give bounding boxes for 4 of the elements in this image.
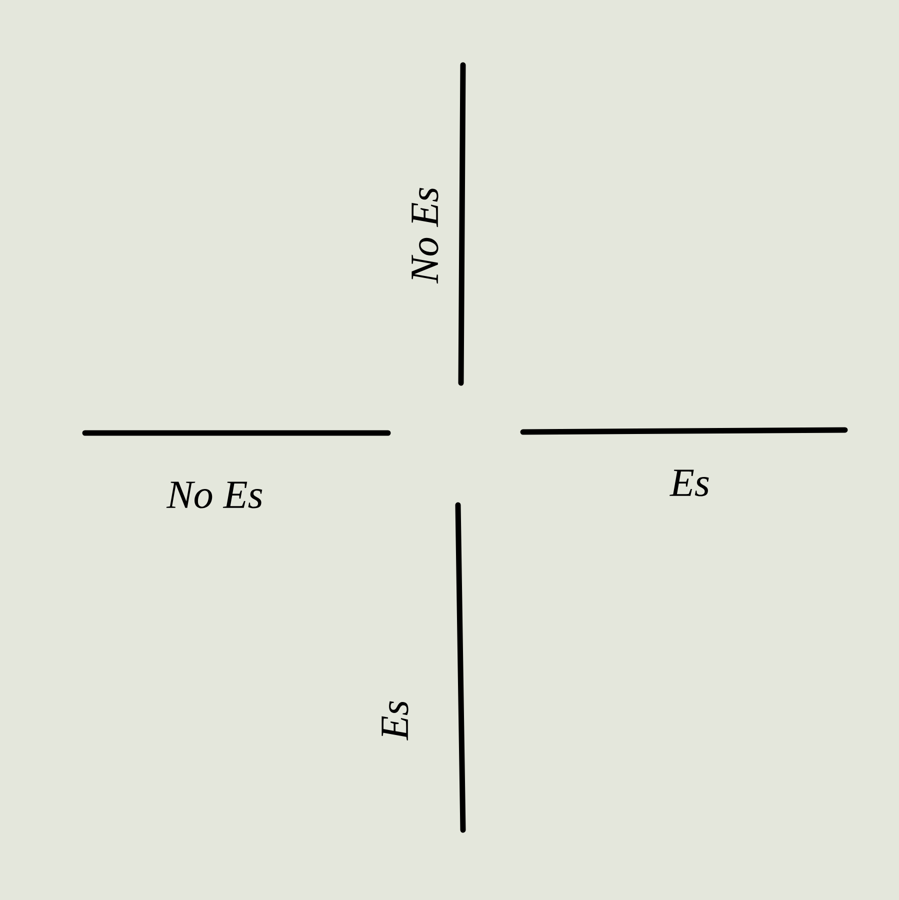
handwritten-label: Es bbox=[382, 701, 408, 740]
handwritten-label: No Es bbox=[412, 188, 438, 284]
handwritten-label: No Es bbox=[166, 482, 262, 508]
handwritten-label: Es bbox=[670, 470, 709, 496]
